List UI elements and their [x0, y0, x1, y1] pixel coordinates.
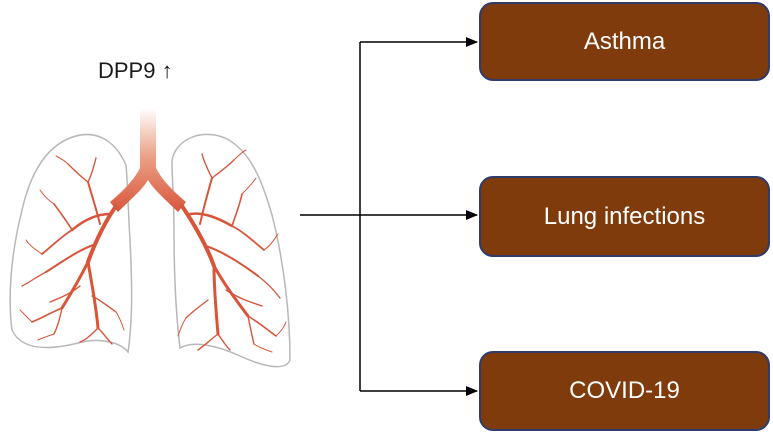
left-lung-outline — [9, 133, 133, 354]
asthma-box: Asthma — [479, 2, 770, 81]
connector-lines — [300, 37, 478, 396]
lung-infections-label: Lung infections — [543, 202, 706, 230]
dpp9-label: DPP9 ↑ — [98, 58, 173, 83]
trachea — [110, 108, 186, 212]
lungs-icon — [9, 108, 291, 368]
right-bronchial-tree — [177, 149, 287, 353]
asthma-label: Asthma — [583, 27, 666, 55]
covid-19-box: COVID-19 — [479, 351, 770, 431]
left-bronchial-tree — [19, 155, 125, 345]
covid-19-label: COVID-19 — [569, 377, 680, 404]
lung-infections-box: Lung infections — [479, 176, 770, 257]
right-lung-outline — [171, 133, 291, 368]
